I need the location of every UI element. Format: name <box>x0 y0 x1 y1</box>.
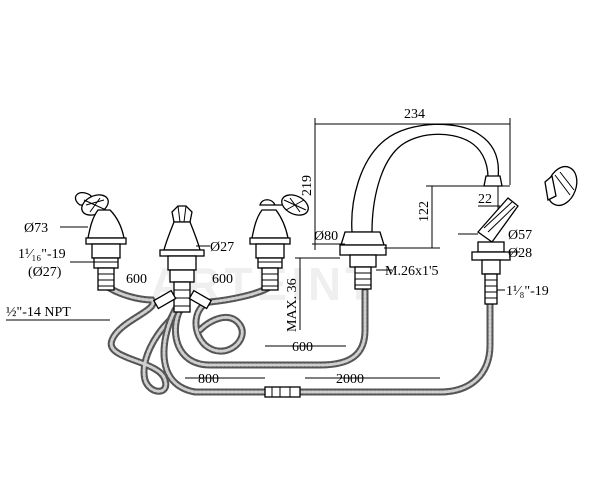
dim-max-deck: MAX. 36 <box>285 278 300 332</box>
dim-spout-reach: 234 <box>404 107 425 122</box>
dim-npt: ½"-14 NPT <box>6 305 71 320</box>
hose-shower <box>296 301 494 396</box>
dim-valve-thread-dia: (Ø27) <box>28 265 62 280</box>
dimension-labels: 234 219 122 22 Ø80 M.26x1'5 MAX. 36 Ø73 … <box>6 107 549 387</box>
dim-shower-dia-2: Ø28 <box>508 246 532 261</box>
right-handle-valve <box>249 194 309 291</box>
dim-valve-thread: 1¹⁄₁₆"-19 <box>18 247 66 262</box>
dim-hose-left-1: 600 <box>126 272 147 287</box>
spout-aerator <box>483 175 503 187</box>
dim-aerator-offset: 22 <box>478 192 492 207</box>
dim-hose-mid: 800 <box>198 372 219 387</box>
left-handle-valve <box>74 191 127 291</box>
dim-valve-body-dia: Ø27 <box>210 240 234 255</box>
hand-shower-holder <box>477 241 505 253</box>
dim-spout-base-dia: Ø80 <box>314 229 338 244</box>
dim-hose-left-2: 600 <box>212 272 233 287</box>
dim-spout-height: 219 <box>300 175 315 196</box>
hoses <box>101 281 494 398</box>
shower-hose-connector <box>264 386 301 398</box>
dim-hose-shower: 2000 <box>336 372 364 387</box>
center-valve <box>152 205 213 313</box>
dim-hose-spout: 600 <box>292 340 313 355</box>
spout <box>339 123 503 290</box>
dim-shower-dia-1: Ø57 <box>508 228 532 243</box>
hand-shower <box>471 165 578 305</box>
spout-base <box>340 231 385 246</box>
dim-spout-thread: M.26x1'5 <box>385 264 438 279</box>
dimension-lines <box>6 118 520 379</box>
right-valve-body <box>251 209 289 239</box>
dim-spout-clearance: 122 <box>417 201 432 222</box>
dim-handle-dia: Ø73 <box>24 221 48 236</box>
dim-shower-thread: 1¹⁄₈"-19 <box>506 284 549 299</box>
center-valve-cap <box>171 205 193 223</box>
